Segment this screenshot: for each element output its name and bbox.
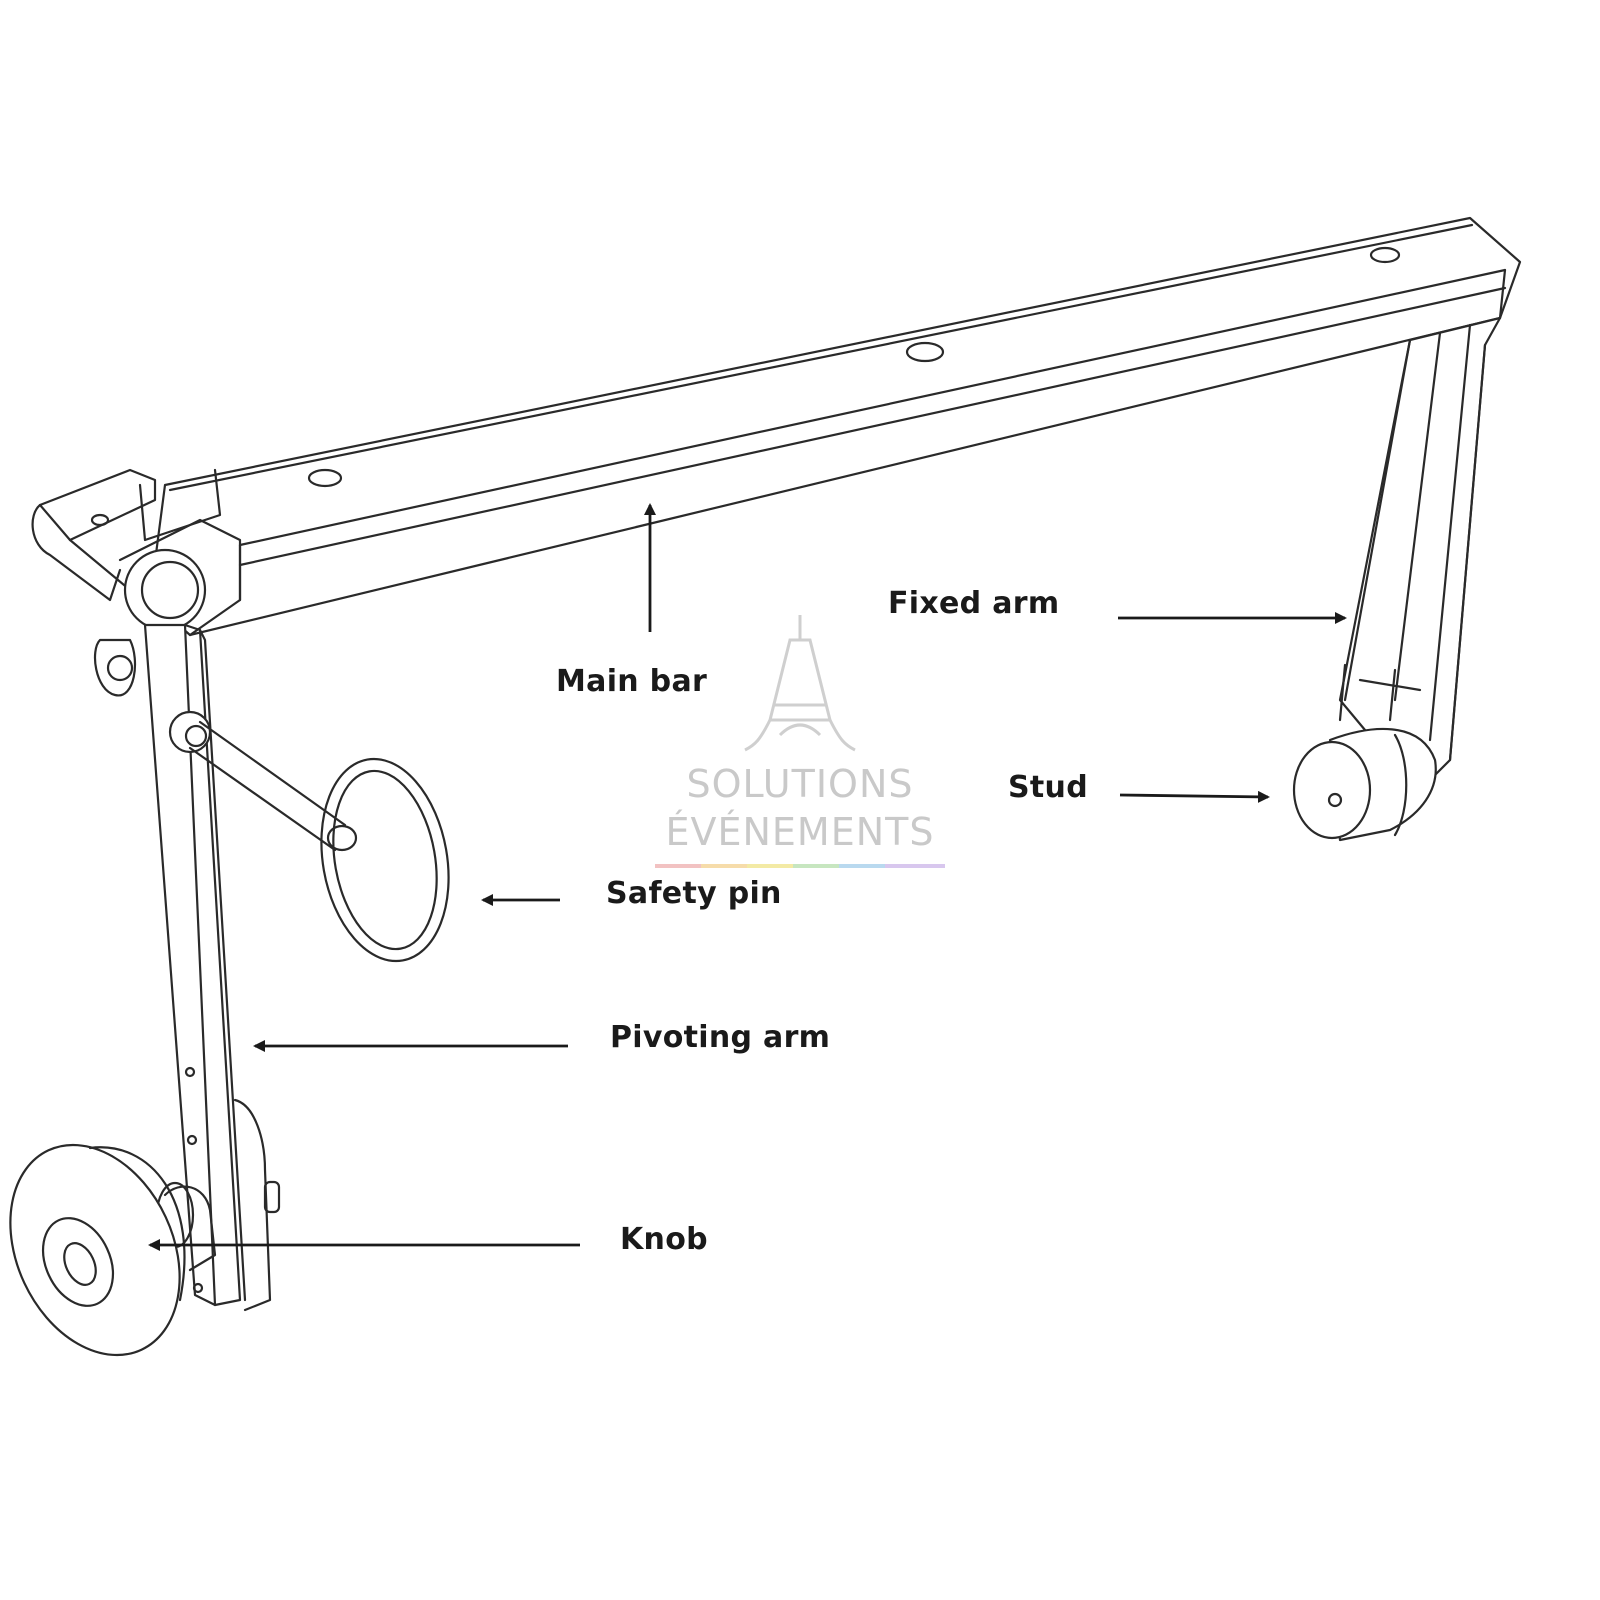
watermark-line2: ÉVÉNEMENTS	[665, 810, 935, 854]
eiffel-tower-icon	[744, 615, 856, 752]
hinge	[31, 468, 242, 697]
label-safety-pin: Safety pin	[606, 876, 782, 911]
safety-pin	[168, 710, 450, 963]
bar-hole	[307, 468, 343, 488]
knob	[9, 1143, 217, 1357]
leader-arrows	[148, 503, 1347, 1251]
fixed-arm	[1338, 316, 1502, 792]
watermark-line1: SOLUTIONS	[686, 762, 914, 806]
label-stud: Stud	[1008, 770, 1088, 805]
stud	[1292, 727, 1437, 842]
arrow-stud	[1119, 790, 1270, 803]
watermark-rainbow-bar	[655, 864, 945, 868]
label-pivoting-arm: Pivoting arm	[610, 1020, 831, 1055]
label-fixed-arm: Fixed arm	[888, 586, 1060, 621]
bar-hole	[1369, 246, 1401, 264]
pivoting-arm	[143, 623, 281, 1312]
label-main-bar: Main bar	[556, 664, 708, 699]
label-knob: Knob	[620, 1222, 708, 1257]
main-bar	[148, 216, 1522, 637]
bar-hole	[905, 341, 945, 363]
